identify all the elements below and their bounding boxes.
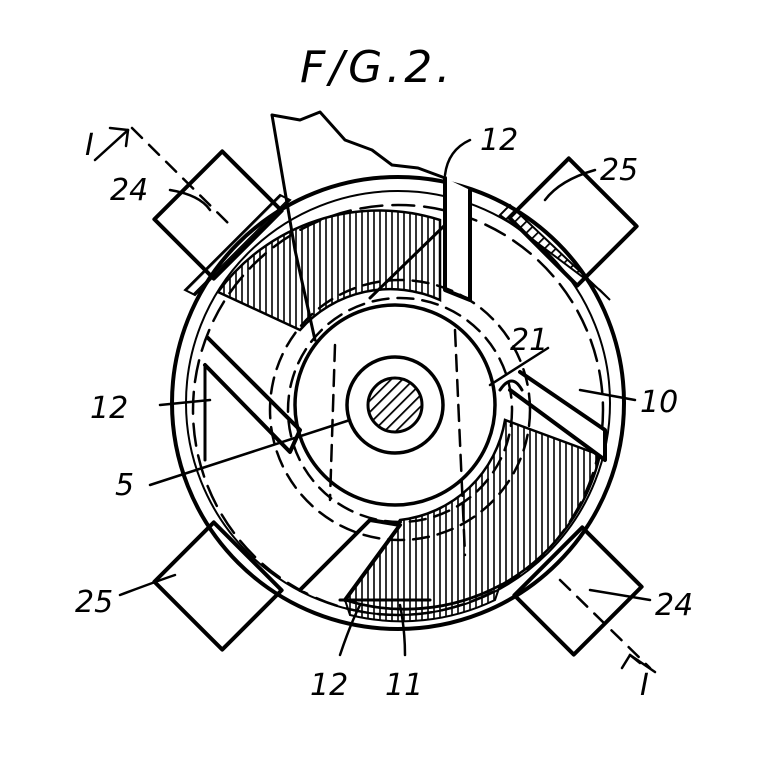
- leader-lines: [118, 138, 652, 657]
- slot-top: [443, 176, 472, 302]
- label-21: 21: [510, 323, 548, 358]
- figure-title: F/G.2.: [300, 42, 454, 93]
- reference-numerals: I 24 12 25 21 12 10 5 25 24 12 11 I: [75, 123, 693, 703]
- block-24-bottom: [512, 525, 644, 657]
- slot-bottom: [298, 518, 402, 602]
- label-24-top: 24: [110, 173, 148, 208]
- hatched-cavity: [183, 193, 611, 623]
- section-line-I: [93, 126, 657, 674]
- hidden-rings: [268, 278, 532, 557]
- label-25-bottom: 25: [75, 585, 113, 620]
- label-12-top: 12: [480, 123, 518, 158]
- slot-left: [203, 336, 302, 454]
- block-25-top: [507, 156, 639, 288]
- label-12-bottom: 12: [310, 668, 348, 703]
- cutaway-break: [270, 110, 447, 180]
- label-25-top: 25: [600, 153, 638, 188]
- radial-slots: [203, 176, 607, 602]
- hub: [293, 303, 497, 507]
- hub-bore: [345, 355, 445, 455]
- label-11: 11: [385, 668, 423, 703]
- label-5: 5: [115, 468, 134, 503]
- label-section-bottom: I: [640, 668, 649, 703]
- label-24-bottom: 24: [655, 588, 693, 623]
- label-section-top: I: [85, 128, 94, 163]
- label-12-left: 12: [90, 391, 128, 426]
- block-25-bottom: [152, 520, 284, 652]
- slot-right: [508, 370, 607, 462]
- shaft-5: [366, 376, 424, 434]
- label-10: 10: [640, 385, 678, 420]
